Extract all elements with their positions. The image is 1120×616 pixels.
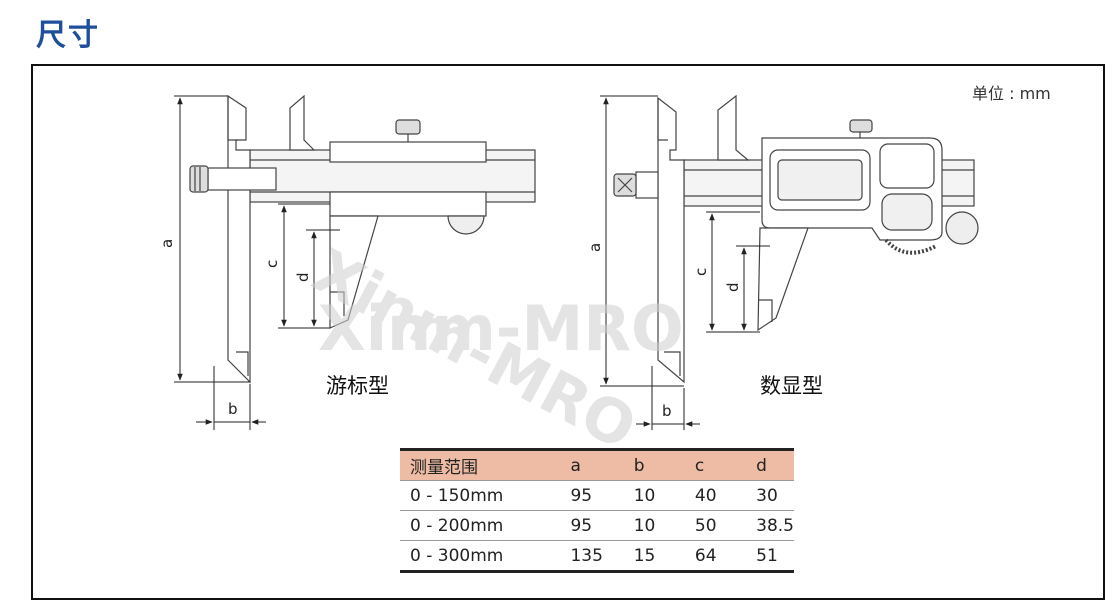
cell-b: 10	[633, 515, 656, 536]
cell-c: 50	[694, 515, 717, 536]
digital-caption: 数显型	[760, 374, 823, 398]
cell-range: 0 - 200mm	[410, 515, 504, 536]
cell-d: 30	[756, 485, 778, 506]
digital-dim-a-label: a	[586, 243, 604, 252]
cell-a: 135	[570, 545, 603, 566]
digital-knurl	[884, 238, 937, 255]
cell-a: 95	[570, 515, 593, 536]
cell-range: 0 - 300mm	[410, 545, 504, 566]
digital-dim-d-label: d	[724, 282, 742, 292]
header-d: d	[756, 455, 767, 476]
digital-lcd-screen	[777, 159, 863, 201]
vernier-dimensions	[174, 95, 340, 430]
vernier-thumb-wheel	[447, 215, 485, 235]
unit-label: 单位 : mm	[972, 84, 1051, 103]
digital-button	[881, 193, 933, 231]
digital-caliper-drawing	[613, 94, 979, 384]
cell-c: 64	[694, 545, 717, 566]
page-title: 尺寸	[36, 18, 100, 53]
digital-dim-c-label: c	[692, 268, 710, 276]
table-row: 0 - 300mm 135 15 64 51	[400, 540, 794, 572]
cell-d: 51	[756, 545, 778, 566]
diagram-frame	[31, 64, 1105, 600]
vernier-movable-lower-jaw	[329, 215, 379, 329]
vernier-dim-a-label: a	[158, 239, 176, 248]
cell-b: 15	[633, 545, 656, 566]
dimension-table: 测量范围 a b c d 0 - 150mm 95 10 40 30 0 - 2…	[400, 448, 794, 573]
header-a: a	[570, 455, 581, 476]
table-row: 0 - 150mm 95 10 40 30	[400, 480, 794, 511]
cell-range: 0 - 150mm	[410, 485, 504, 506]
cell-c: 40	[694, 485, 717, 506]
vernier-dim-b-label: b	[228, 400, 238, 418]
digital-dimensions	[600, 95, 770, 430]
vernier-clamp-knob	[189, 165, 209, 193]
cell-b: 10	[633, 485, 656, 506]
vernier-lock-screw	[395, 119, 421, 135]
vernier-caliper-drawing	[189, 94, 536, 384]
vernier-caption: 游标型	[326, 374, 389, 398]
vernier-dim-c-label: c	[263, 260, 281, 268]
vernier-fixed-jaw	[227, 94, 251, 384]
watermark-2: Xinm-MRO	[318, 292, 684, 365]
vernier-movable-upper-jaw	[289, 94, 316, 151]
cell-d: 38.5	[756, 515, 794, 536]
digital-movable-lower-jaw	[757, 227, 809, 332]
table-row: 0 - 200mm 95 10 50 38.5	[400, 510, 794, 541]
table-header-row: 测量范围 a b c d	[400, 449, 794, 481]
digital-thumb-wheel	[945, 211, 979, 245]
header-b: b	[633, 455, 645, 476]
header-c: c	[694, 455, 705, 476]
digital-movable-upper-jaw	[717, 94, 750, 161]
digital-dim-b-label: b	[662, 402, 672, 420]
header-range: 测量范围	[410, 458, 478, 478]
vernier-dim-d-label: d	[294, 272, 312, 282]
vernier-slider	[329, 141, 487, 163]
digital-lock-screw	[849, 119, 873, 133]
cell-a: 95	[570, 485, 593, 506]
digital-fixed-jaw	[657, 96, 685, 384]
